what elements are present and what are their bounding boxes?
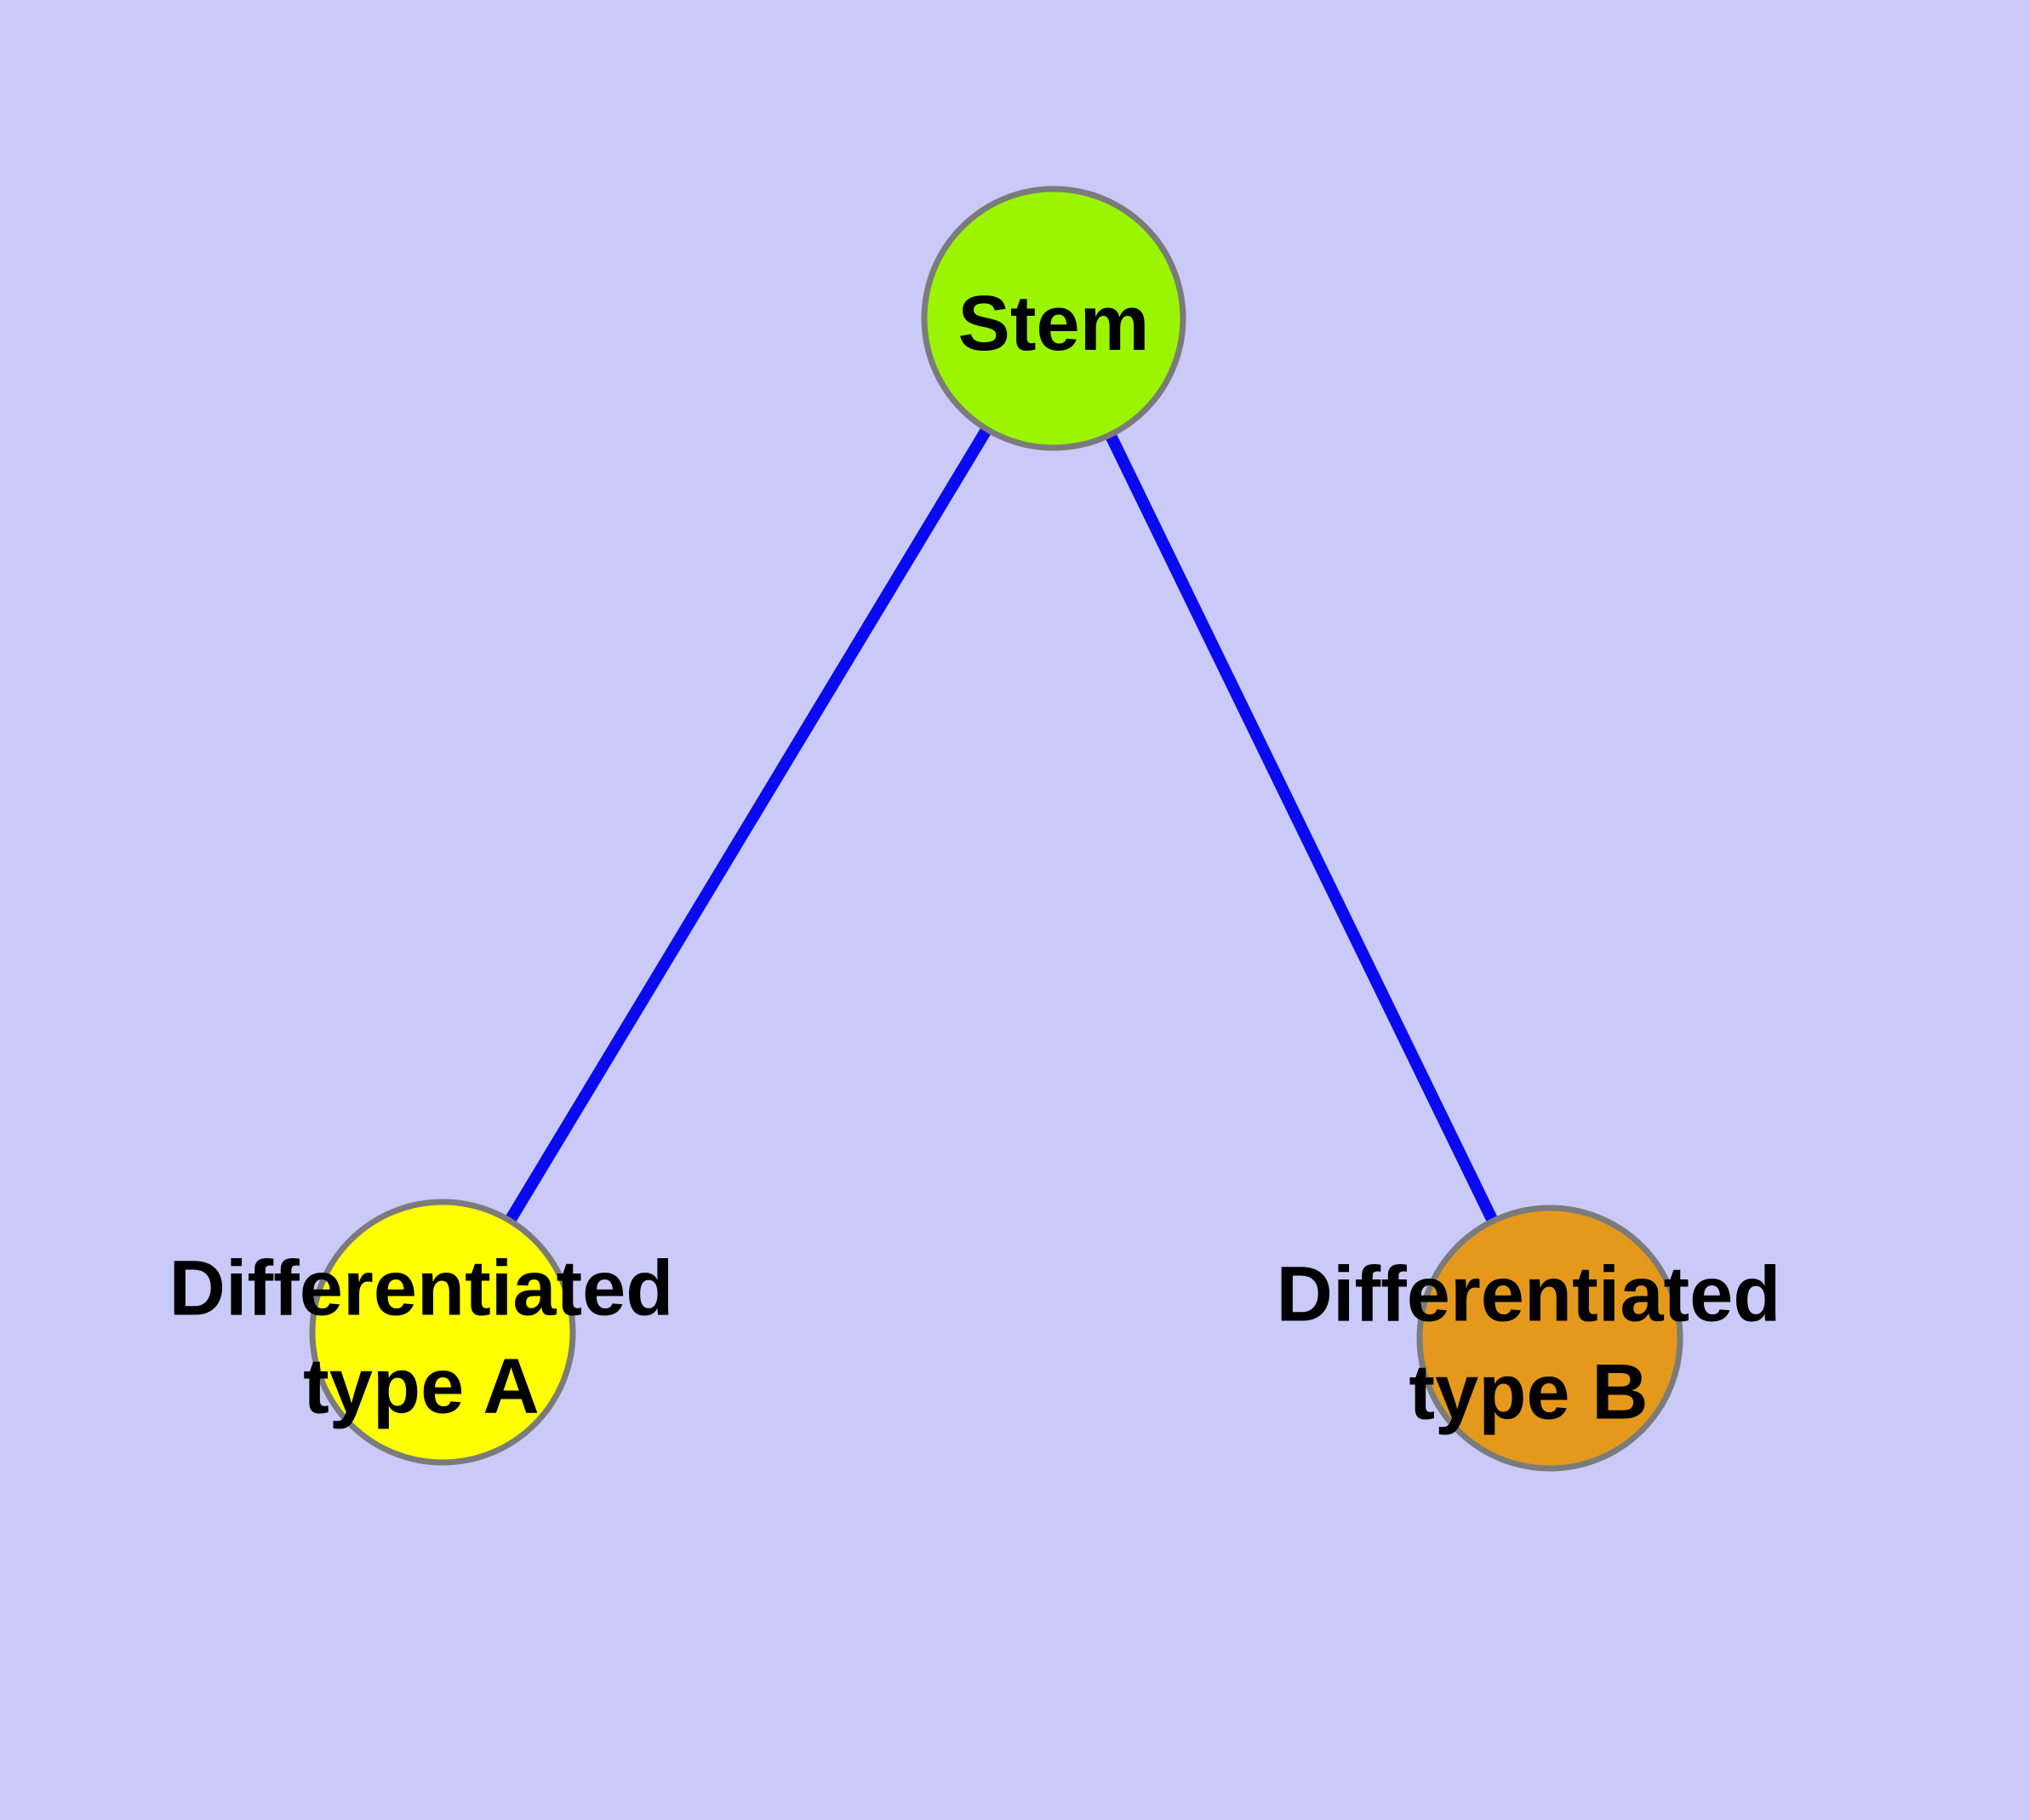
node-differentiated-type-a-label-line-1: Differentiated (169, 1245, 674, 1332)
edge-stem-to-differentiated-type-b (1048, 315, 1556, 1342)
node-differentiated-type-a-label-line-2: type A (303, 1343, 540, 1430)
node-differentiated-type-b-label-line-2: type B (1409, 1349, 1648, 1436)
edges-layer (437, 315, 1556, 1342)
edge-stem-to-differentiated-type-a (437, 315, 1059, 1336)
node-stem-label-line-1: Stem (958, 280, 1150, 367)
node-differentiated-type-a-circle (309, 1199, 576, 1466)
node-differentiated-type-b-label-line-1: Differentiated (1277, 1251, 1781, 1338)
node-differentiated-type-b-circle (1416, 1205, 1683, 1472)
node-stem-circle (921, 186, 1186, 451)
